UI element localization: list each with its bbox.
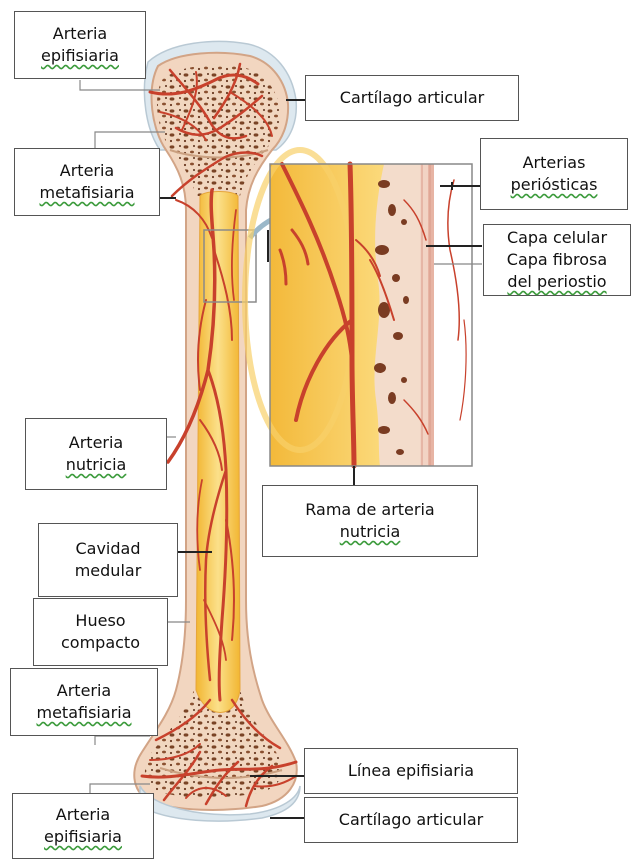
label-text: Arteria — [56, 804, 110, 826]
label-text: Arterias — [523, 152, 586, 174]
label-text: Rama de arteria — [305, 499, 434, 521]
label-text: Arteria — [57, 680, 111, 702]
label-arteria-metafisiaria-bottom: Arteria metafisiaria — [10, 668, 158, 736]
label-text: Línea epifisiaria — [348, 760, 474, 782]
label-arteria-nutricia: Arteria nutricia — [25, 418, 167, 490]
spongy-bone-top — [157, 65, 280, 196]
label-text: Capa celular — [507, 227, 607, 249]
label-text: Cartílago articular — [340, 87, 484, 109]
label-rama-arteria-nutricia: Rama de arteria nutricia — [262, 485, 478, 557]
label-text: compacto — [61, 632, 140, 654]
inset-periosteum — [245, 150, 472, 466]
label-text: nutricia — [66, 454, 127, 476]
label-text: Cartílago articular — [339, 809, 483, 831]
label-arteria-epifisiaria-top: Arteria epifisiaria — [14, 11, 146, 79]
label-cavidad-medular: Cavidad medular — [38, 523, 178, 597]
label-text: Arteria — [60, 160, 114, 182]
label-text: periósticas — [511, 174, 598, 196]
label-text: Arteria — [53, 23, 107, 45]
label-hueso-compacto: Hueso compacto — [33, 598, 168, 666]
label-arteria-metafisiaria-top: Arteria metafisiaria — [14, 148, 160, 216]
label-text: Arteria — [69, 432, 123, 454]
label-cartilago-articular-bottom: Cartílago articular — [304, 797, 518, 843]
label-text: metafisiaria — [37, 702, 132, 724]
label-periostio-layers: Capa celular Capa fibrosa del periostio — [483, 224, 631, 296]
label-text: epifisiaria — [44, 826, 122, 848]
label-text: nutricia — [340, 521, 401, 543]
label-arterias-periosticas: Arterias periósticas — [480, 138, 628, 210]
label-linea-epifisiaria: Línea epifisiaria — [304, 748, 518, 794]
label-text: epifisiaria — [41, 45, 119, 67]
label-text: Cavidad — [75, 538, 140, 560]
label-cartilago-articular-top: Cartílago articular — [305, 75, 519, 121]
label-text: medular — [75, 560, 142, 582]
label-text: del periostio — [507, 271, 606, 293]
label-text: Capa fibrosa — [507, 249, 607, 271]
label-text: Hueso — [75, 610, 125, 632]
label-arteria-epifisiaria-bottom: Arteria epifisiaria — [12, 793, 154, 859]
label-text: metafisiaria — [40, 182, 135, 204]
